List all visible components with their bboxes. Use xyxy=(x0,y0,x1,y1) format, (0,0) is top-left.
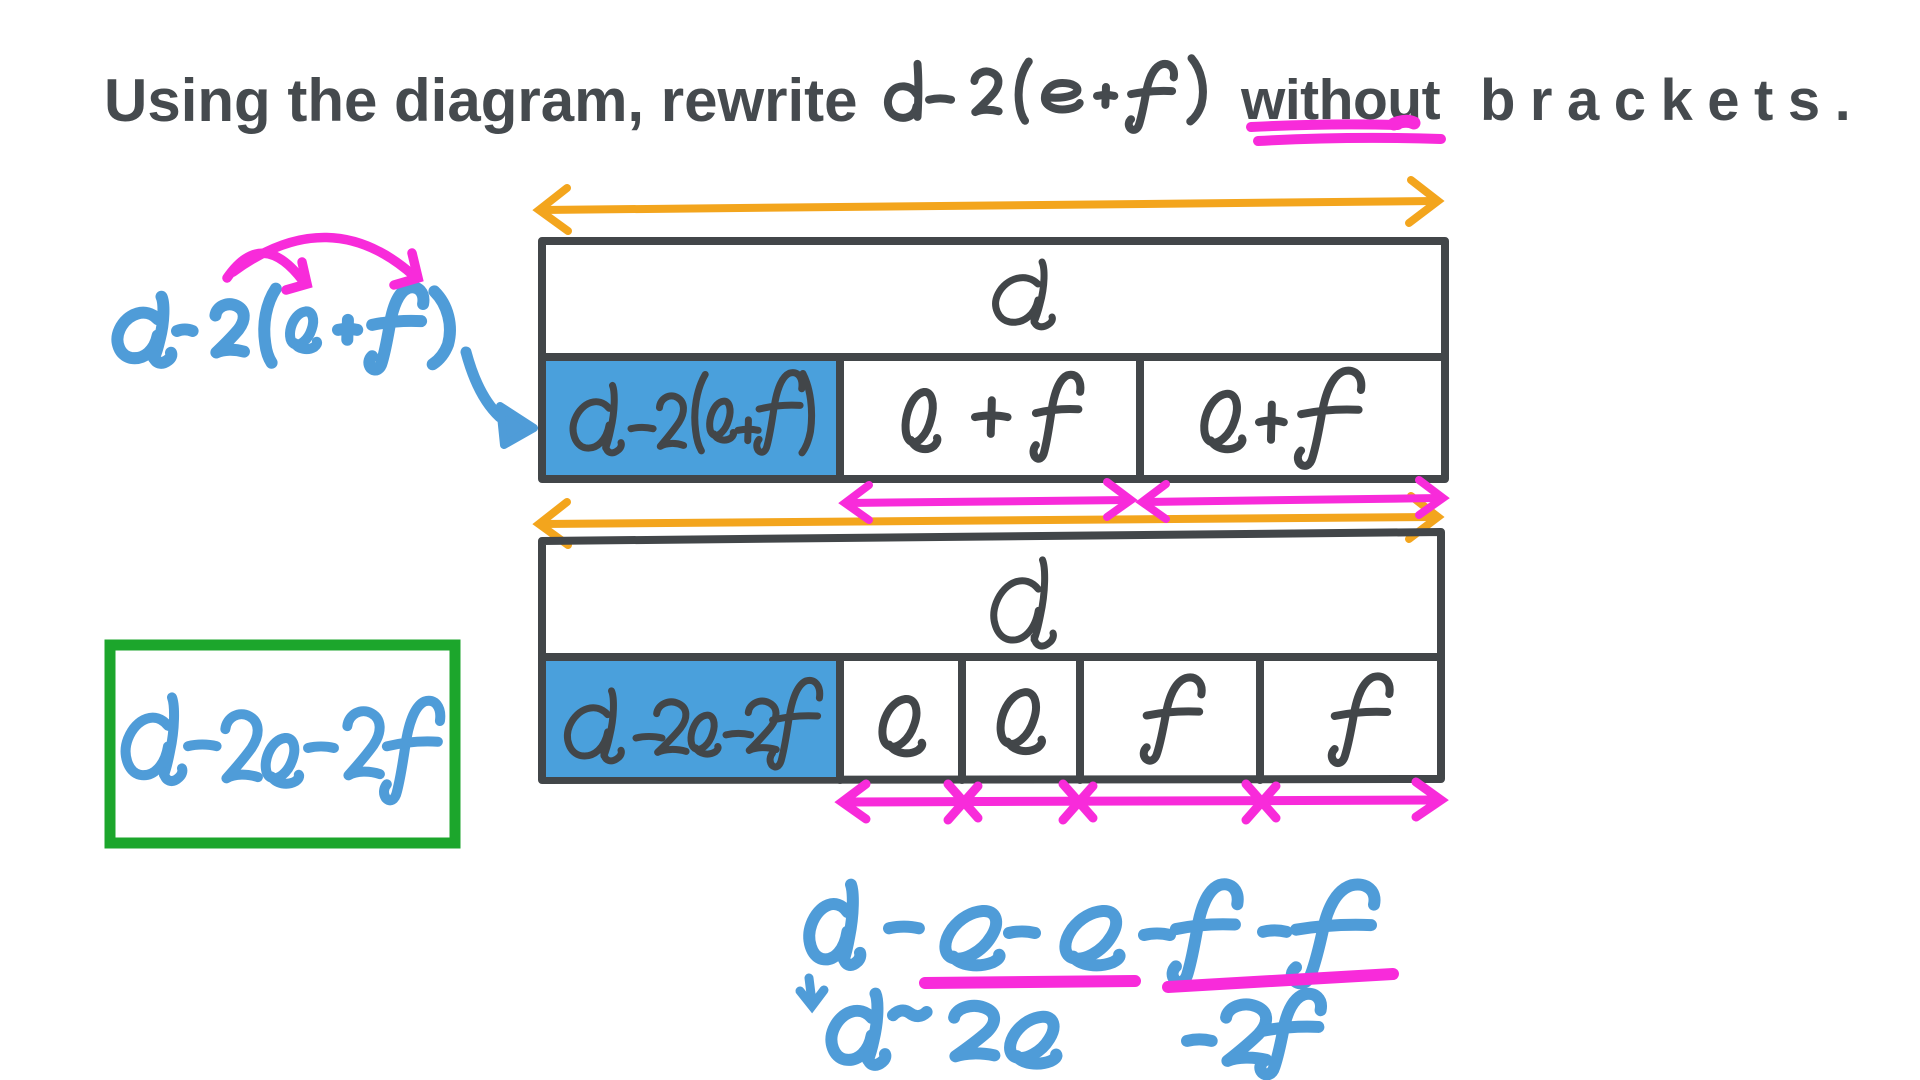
svg-text:Using the diagram, rewrite: Using the diagram, rewrite xyxy=(104,67,858,134)
svg-text:brackets.: brackets. xyxy=(1480,68,1865,133)
